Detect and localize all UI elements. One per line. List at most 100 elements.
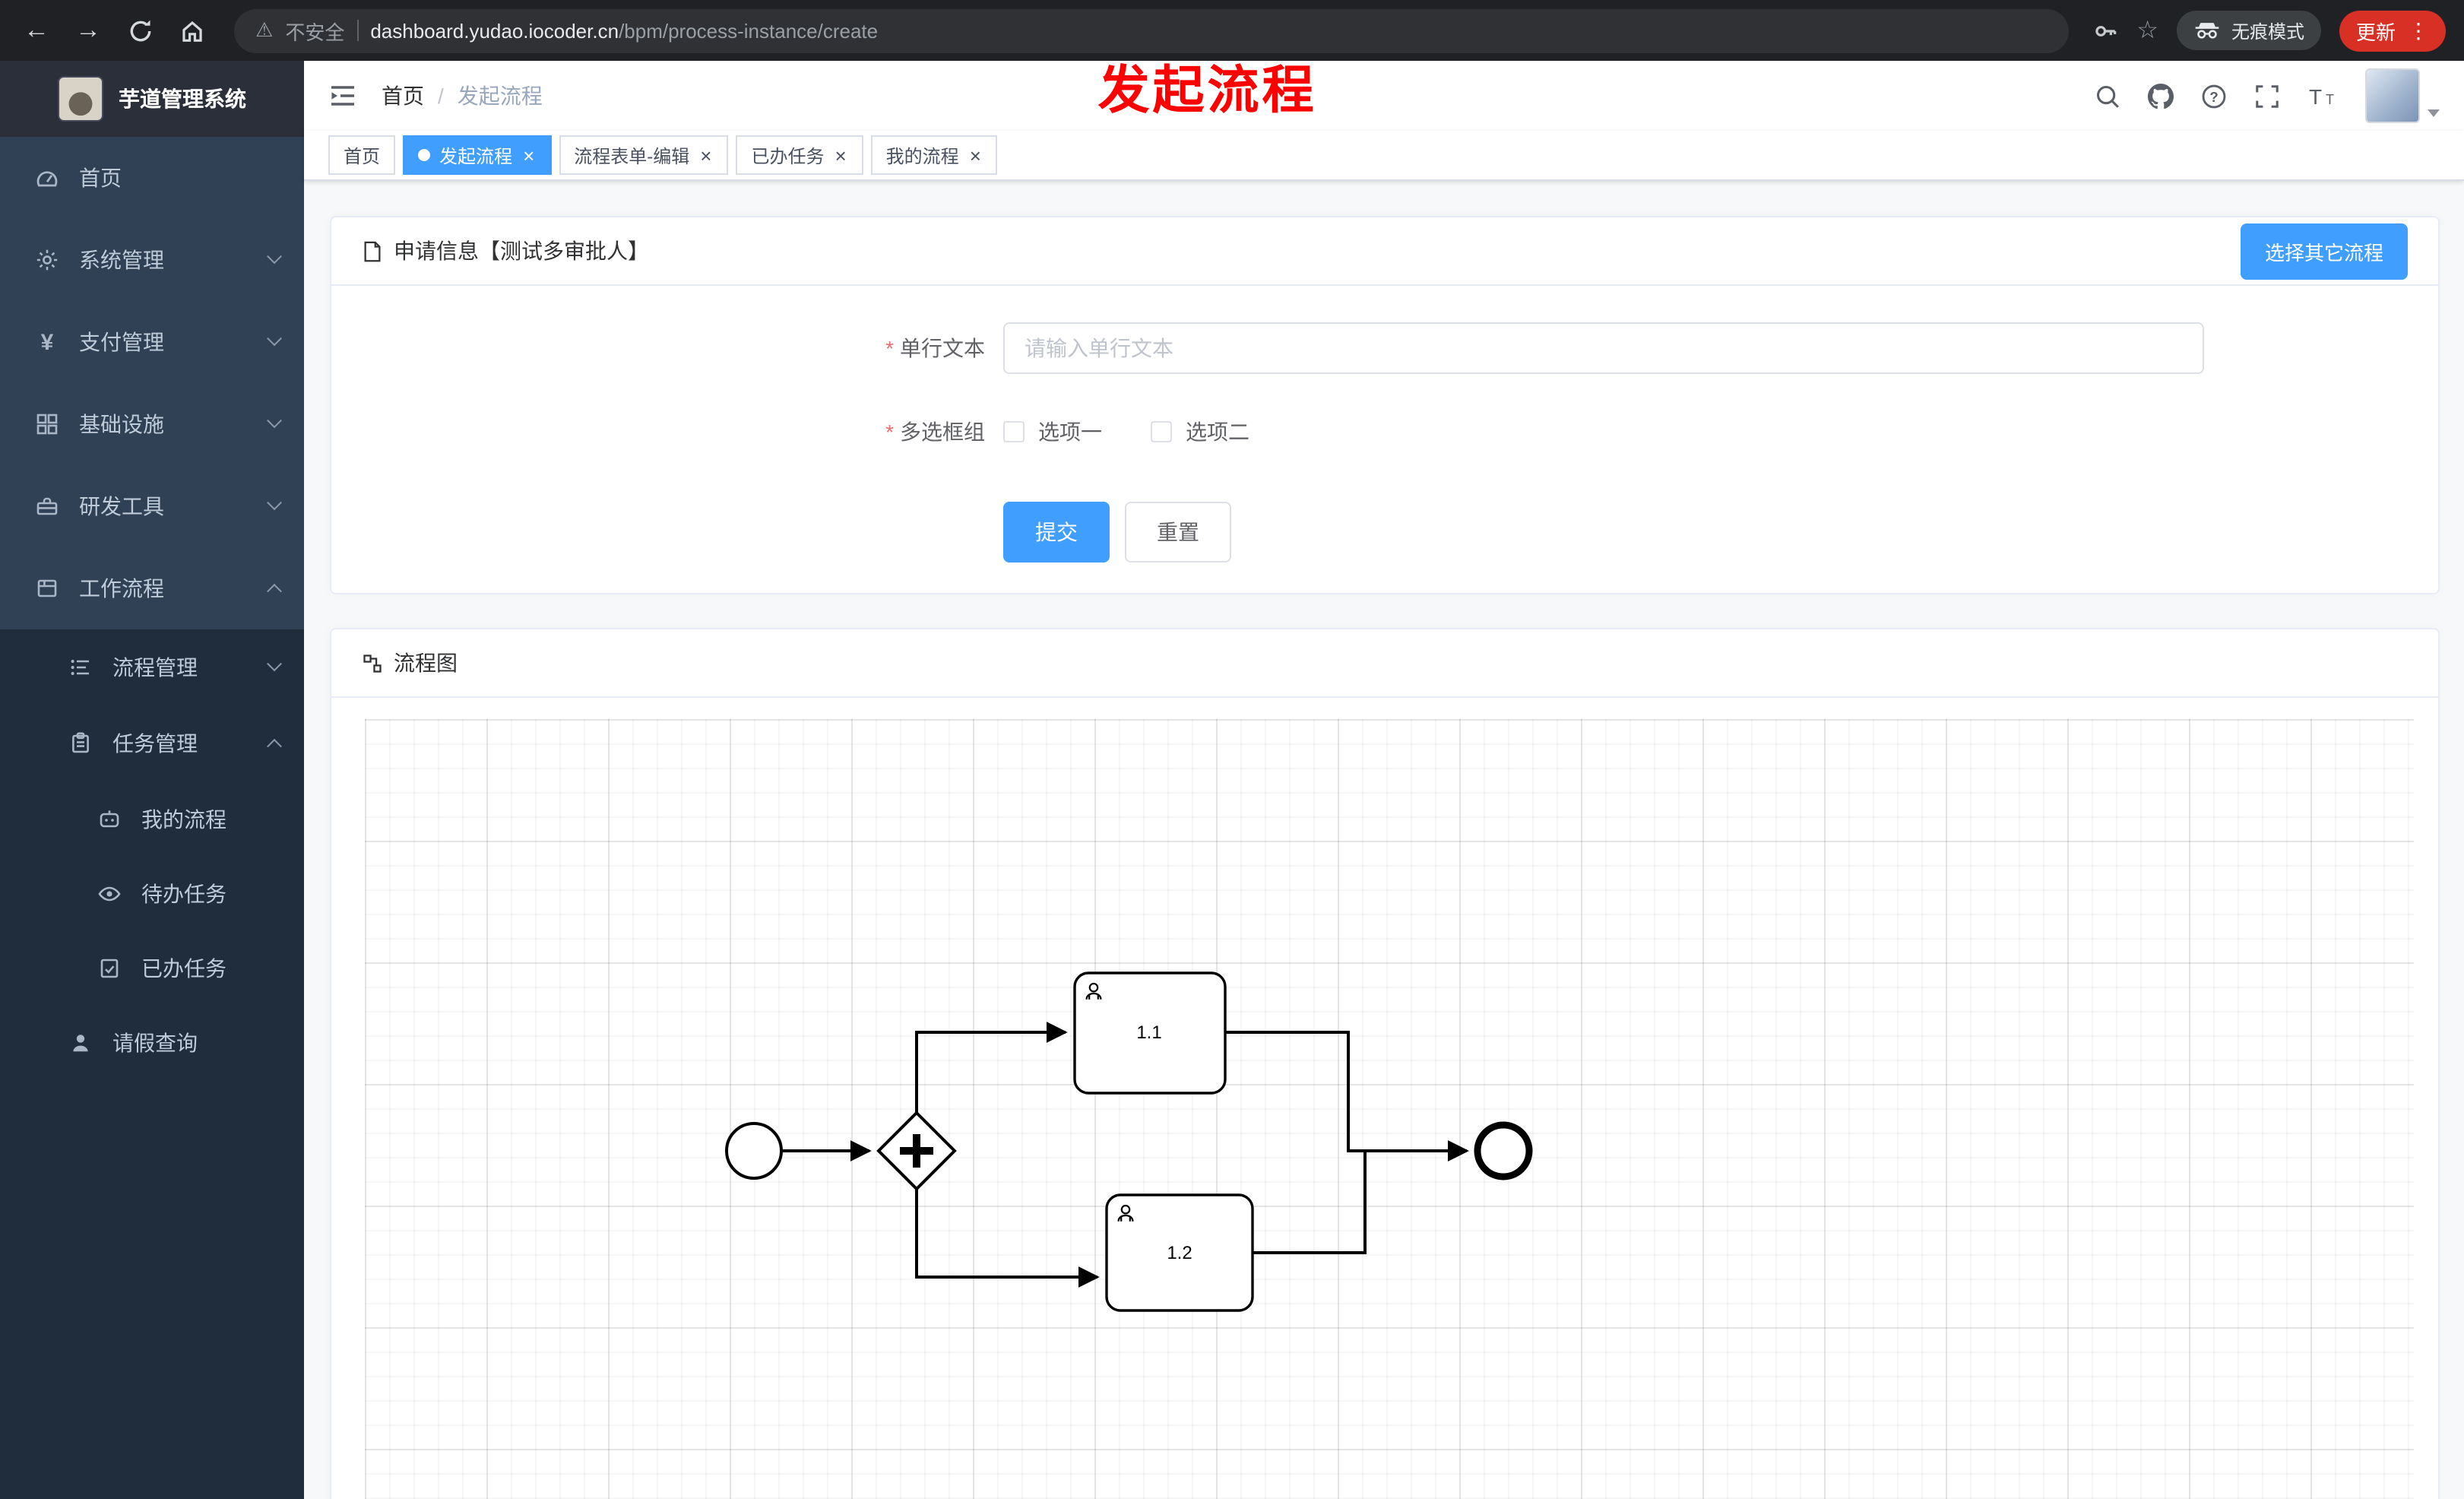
address-bar[interactable]: ⚠ 不安全 dashboard.yudao.iocoder.cn/bpm/pro… [234, 8, 2069, 52]
not-secure-warning-icon: ⚠ [255, 18, 274, 41]
bpmn-canvas[interactable]: 1.1 1.2 [365, 719, 2414, 1499]
reset-button[interactable]: 重置 [1125, 502, 1231, 563]
not-secure-label: 不安全 [285, 21, 345, 43]
tab-my-processes[interactable]: 我的流程 × [870, 135, 998, 175]
avatar [2365, 68, 2420, 123]
github-icon[interactable] [2148, 83, 2174, 109]
chevron-down-icon [267, 412, 282, 428]
active-tab-dot [418, 149, 431, 161]
sidebar-item-workflow[interactable]: 工作流程 [0, 547, 304, 629]
workflow-submenu: 流程管理 任务管理 我的流程 [0, 629, 304, 1081]
document-icon [364, 240, 381, 261]
bpmn-flow-gateway-to-task-1-1[interactable] [915, 1022, 1068, 1113]
browser-home-icon[interactable] [173, 17, 210, 43]
sidebar-item-leave-query[interactable]: 请假查询 [0, 1005, 304, 1081]
sidebar-collapse-icon[interactable] [328, 84, 357, 108]
form-row-text: *单行文本 [331, 322, 2438, 374]
bpmn-start-event[interactable] [725, 1122, 783, 1180]
help-icon[interactable]: ? [2201, 83, 2227, 109]
flow-diagram-icon [363, 654, 382, 672]
sidebar-item-dev-tools[interactable]: 研发工具 [0, 465, 304, 547]
tab-close-icon[interactable]: × [700, 144, 712, 166]
breadcrumb-separator: / [438, 84, 444, 108]
checkbox-group-label: *多选框组 [885, 420, 985, 444]
user-icon [67, 1031, 94, 1055]
tab-process-form-edit[interactable]: 流程表单-编辑 × [559, 135, 729, 175]
list-icon [67, 655, 94, 680]
password-key-icon[interactable] [2092, 17, 2118, 43]
checkbox-option-2[interactable]: 选项二 [1151, 417, 1249, 447]
process-diagram-card: 流程图 [330, 628, 2440, 1499]
bpmn-flow-task-1-1-to-end[interactable] [1225, 1031, 1469, 1161]
bpmn-end-event[interactable] [1474, 1121, 1533, 1181]
checkbox-icon[interactable] [1003, 421, 1025, 442]
browser-reload-icon[interactable] [122, 17, 158, 43]
bpmn-user-task-1-2[interactable]: 1.2 [1105, 1193, 1254, 1312]
chevron-down-icon [267, 248, 282, 264]
bpmn-flow-task-1-2-to-end[interactable] [1253, 1140, 1469, 1254]
sidebar-item-process-management[interactable]: 流程管理 [0, 629, 304, 705]
svg-text:T: T [2309, 84, 2322, 108]
incognito-label: 无痕模式 [2231, 21, 2304, 42]
eye-icon [96, 881, 123, 905]
chrome-update-button[interactable]: 更新 ⋮ [2339, 10, 2446, 51]
tab-initiate-process[interactable]: 发起流程 × [403, 135, 552, 175]
checkbox-option-1[interactable]: 选项一 [1003, 417, 1102, 447]
sidebar-item-done-tasks[interactable]: 已办任务 [0, 930, 304, 1005]
workflow-icon [33, 576, 61, 601]
sidebar-item-todo-tasks[interactable]: 待办任务 [0, 856, 304, 930]
fullscreen-icon[interactable] [2254, 83, 2280, 109]
incognito-badge: 无痕模式 [2176, 11, 2321, 50]
breadcrumb-current: 发起流程 [457, 84, 543, 108]
chevron-down-icon [267, 330, 282, 346]
sidebar: 芋道管理系统 首页 系统管理 ¥ 支付管理 [0, 61, 304, 1499]
chat-robot-icon [96, 807, 123, 831]
svg-text:?: ? [2209, 89, 2219, 105]
select-other-process-button[interactable]: 选择其它流程 [2240, 223, 2408, 279]
omnibox-divider [356, 20, 359, 41]
url-text: dashboard.yudao.iocoder.cn/bpm/process-i… [370, 19, 879, 42]
bookmark-star-icon[interactable]: ☆ [2136, 18, 2158, 44]
bpmn-parallel-gateway[interactable] [876, 1111, 957, 1191]
tab-done-tasks[interactable]: 已办任务 × [736, 135, 863, 175]
checkbox-icon[interactable] [1151, 421, 1172, 442]
grid-icon [33, 412, 61, 436]
text-field-label: *单行文本 [885, 336, 985, 360]
required-mark: * [885, 336, 894, 360]
single-line-text-input[interactable] [1003, 322, 2204, 374]
sidebar-item-system-management[interactable]: 系统管理 [0, 219, 304, 301]
checkbox-group: 选项一 选项二 [1003, 417, 1298, 447]
yen-icon: ¥ [40, 329, 54, 355]
submit-button[interactable]: 提交 [1003, 502, 1110, 563]
user-avatar-menu[interactable] [2365, 68, 2440, 123]
sidebar-item-home[interactable]: 首页 [0, 137, 304, 219]
sidebar-item-my-processes[interactable]: 我的流程 [0, 781, 304, 856]
sidebar-filler [0, 1081, 304, 1499]
browser-actions: ☆ 无痕模式 更新 ⋮ [2092, 10, 2446, 51]
task-label: 1.2 [1167, 1243, 1192, 1263]
browser-menu-icon[interactable]: ⋮ [2408, 17, 2429, 42]
caret-down-icon [2428, 109, 2440, 117]
app-logo[interactable]: 芋道管理系统 [0, 61, 304, 137]
search-icon[interactable] [2095, 83, 2120, 109]
task-label: 1.1 [1136, 1022, 1161, 1043]
browser-toolbar: ← → ⚠ 不安全 dashboard.yudao.iocoder.cn/bpm… [0, 0, 2464, 61]
breadcrumb-home[interactable]: 首页 [382, 84, 424, 108]
tab-close-icon[interactable]: × [969, 144, 981, 166]
sidebar-item-task-management[interactable]: 任务管理 [0, 705, 304, 781]
logo-avatar-image [58, 76, 103, 122]
bpmn-diagram: 1.1 1.2 [725, 971, 1533, 1312]
sidebar-item-infrastructure[interactable]: 基础设施 [0, 383, 304, 465]
sidebar-item-payment-management[interactable]: ¥ 支付管理 [0, 301, 304, 383]
browser-forward-icon[interactable]: → [75, 15, 101, 44]
bpmn-flow-gateway-to-task-1-2[interactable] [915, 1189, 1100, 1288]
chevron-up-icon [267, 737, 282, 753]
chevron-down-icon [267, 655, 282, 671]
browser-back-icon[interactable]: ← [24, 15, 49, 44]
tab-home[interactable]: 首页 [328, 135, 396, 175]
tab-close-icon[interactable]: × [835, 144, 847, 166]
tab-close-icon[interactable]: × [523, 144, 535, 166]
bpmn-user-task-1-1[interactable]: 1.1 [1073, 971, 1227, 1095]
